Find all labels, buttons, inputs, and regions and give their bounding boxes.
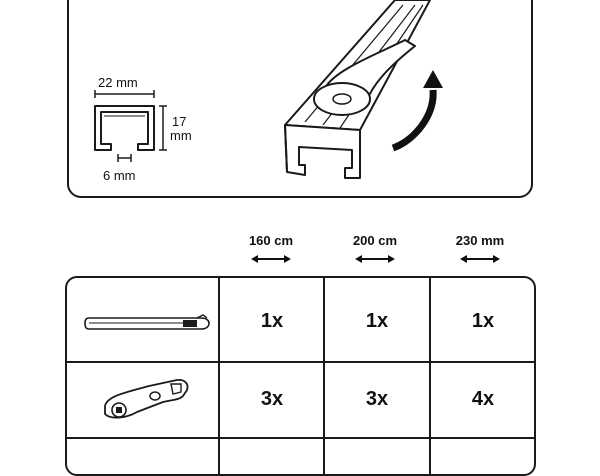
profile-slot-label: 6 mm (103, 168, 136, 183)
profile-height-unit: mm (170, 128, 192, 143)
column-label: 200 cm (352, 233, 398, 248)
quantity-cell: 4x (471, 388, 495, 410)
column-header-230: 230 mm (440, 233, 520, 264)
table-divider (67, 437, 534, 439)
column-header-200: 200 cm (335, 233, 415, 264)
double-arrow-icon (355, 255, 395, 263)
quantity-cell: 3x (260, 388, 284, 410)
table-divider (429, 278, 431, 474)
column-header-160: 160 cm (231, 233, 311, 264)
table-divider (67, 361, 534, 363)
quantity-cell: 1x (365, 310, 389, 332)
quantity-cell: 3x (365, 388, 389, 410)
profile-width-label: 22 mm (98, 75, 138, 90)
profile-height-value: 17 (172, 114, 187, 129)
rail-with-glider-illustration (284, 0, 443, 179)
glider-bracket-icon (104, 378, 189, 419)
double-arrow-icon (460, 255, 500, 263)
rail-profile-cross-section (94, 90, 167, 162)
table-divider (218, 278, 220, 474)
column-label: 230 mm (455, 233, 505, 248)
double-arrow-icon (251, 255, 291, 263)
quantity-cell: 1x (260, 310, 284, 332)
table-divider (323, 278, 325, 474)
assembly-diagram-panel (67, 0, 533, 198)
parts-quantity-table: 1x 1x 1x 3x 3x 4x (65, 276, 536, 476)
column-label: 160 cm (248, 233, 294, 248)
rail-piece-icon (84, 314, 210, 330)
quantity-cell: 1x (471, 310, 495, 332)
